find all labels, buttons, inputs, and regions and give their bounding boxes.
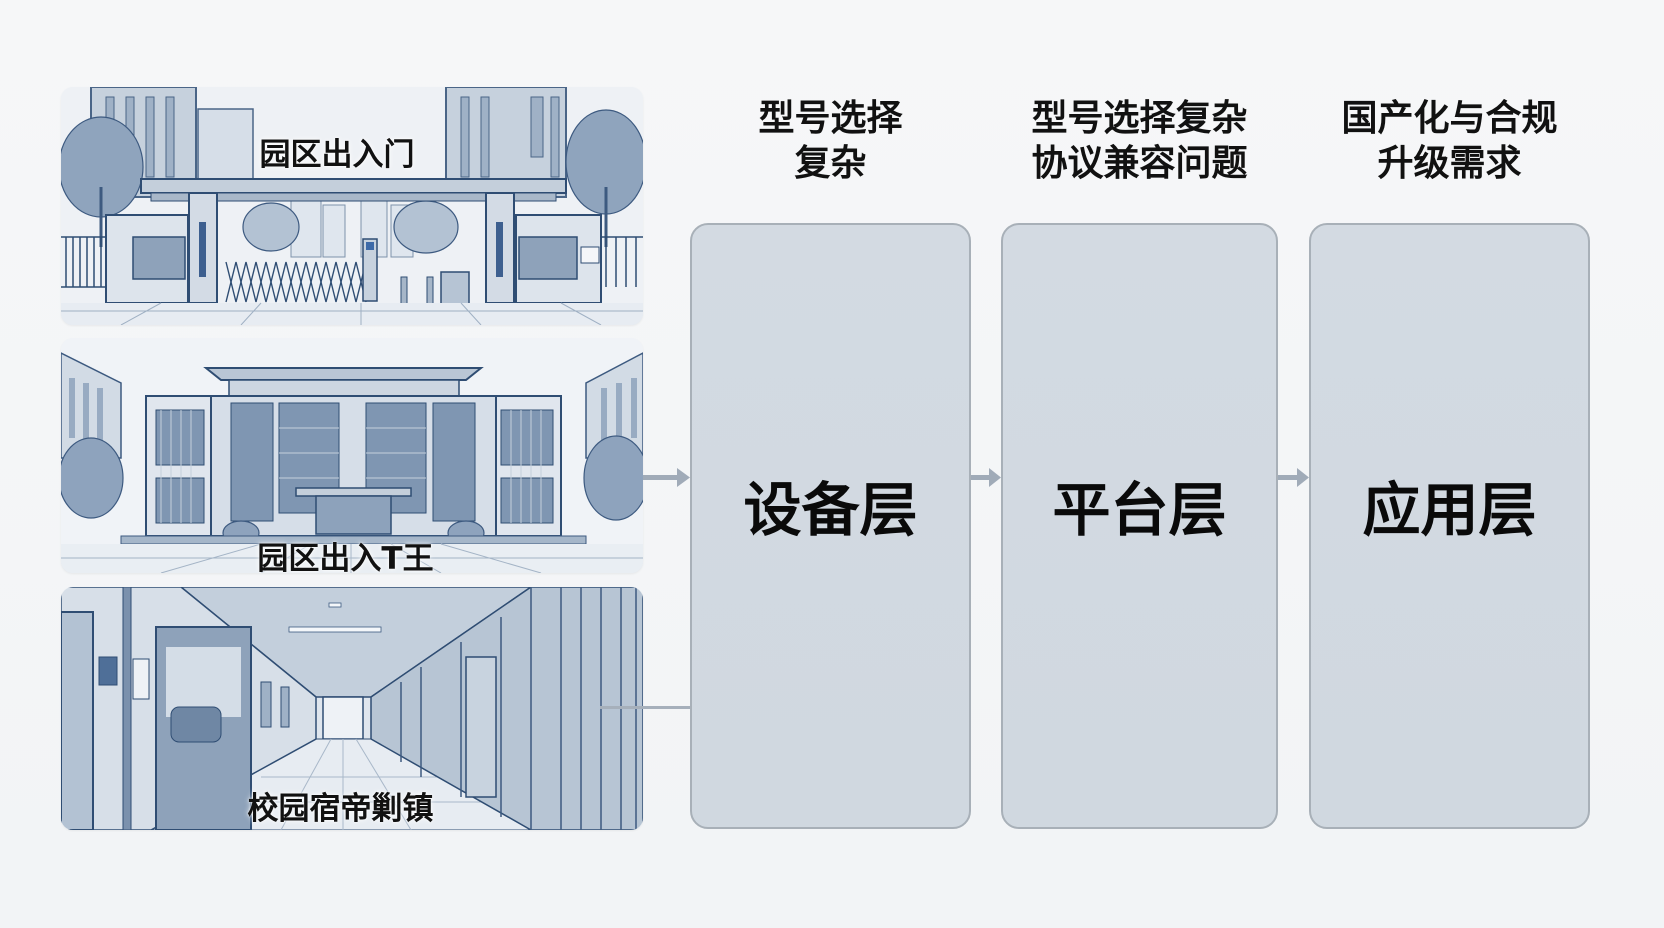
column-header-device: 型号选择 复杂 — [690, 96, 971, 186]
header-line: 复杂 — [794, 143, 867, 184]
arrow-right-icon — [1278, 468, 1309, 487]
layer-box-device: 设备层 — [690, 223, 971, 829]
layer-label-platform: 平台层 — [1052, 476, 1227, 544]
column-header-application: 国产化与合规 升级需求 — [1309, 96, 1590, 186]
photo-panel-building: 园区出入T王 — [61, 338, 643, 573]
layer-box-platform: 平台层 — [1001, 223, 1278, 829]
dormitory-corridor-illustration — [61, 587, 643, 830]
header-line: 国产化与合规 — [1341, 98, 1558, 139]
header-line: 升级需求 — [1377, 143, 1522, 184]
column-header-platform: 型号选择复杂 协议兼容问题 — [1001, 96, 1278, 186]
arrow-right-icon — [971, 468, 1001, 487]
campus-gate-illustration — [61, 87, 643, 325]
layer-label-application: 应用层 — [1362, 476, 1537, 544]
photo-panel-dorm: 校园宿帝剿镇 — [61, 587, 643, 830]
header-line: 型号选择复杂 — [1031, 98, 1248, 139]
photo-panel-gate: 园区出入门 — [61, 87, 643, 325]
arrow-right-icon — [643, 468, 690, 487]
photo-label-gate: 园区出入门 — [259, 137, 415, 173]
office-building-illustration — [61, 338, 643, 573]
layer-label-device: 设备层 — [743, 476, 918, 544]
header-line: 协议兼容问题 — [1031, 143, 1248, 184]
layer-box-application: 应用层 — [1309, 223, 1590, 829]
photo-label-building: 园区出入T王 — [257, 541, 434, 573]
connector-line — [600, 706, 690, 709]
header-line: 型号选择 — [758, 98, 903, 139]
photo-label-dorm: 校园宿帝剿镇 — [247, 791, 434, 827]
